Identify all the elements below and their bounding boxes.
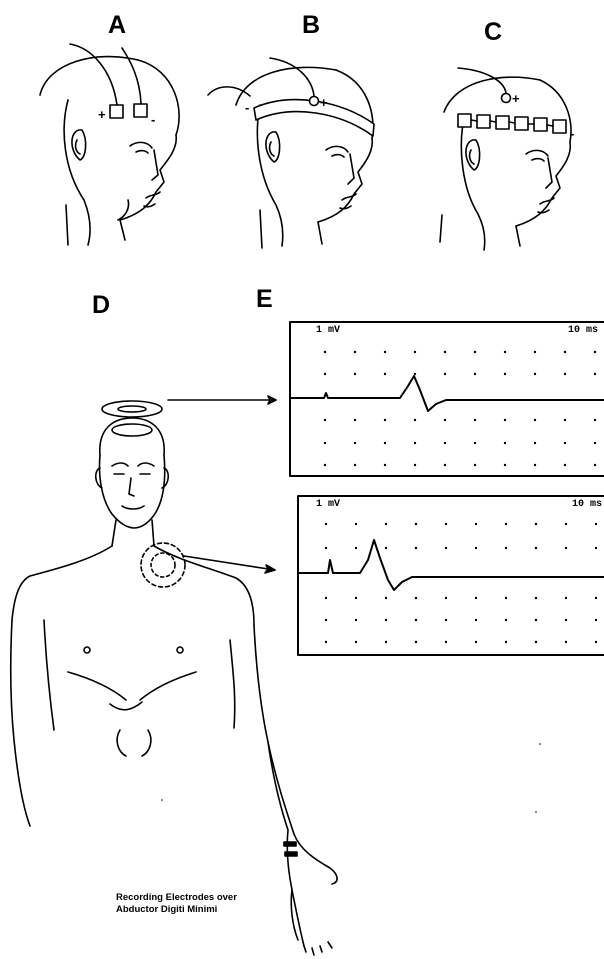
trace-bottom-waveform xyxy=(298,540,604,590)
sign-anode-c: + xyxy=(512,91,520,106)
recording-electrode-2 xyxy=(285,852,297,856)
coil-vertex xyxy=(112,424,152,436)
arrow-to-top-trace xyxy=(168,396,276,404)
nipple-right xyxy=(177,647,183,653)
panel-label-c: C xyxy=(484,18,502,46)
recording-electrode-1 xyxy=(284,842,296,846)
speck xyxy=(535,811,537,813)
dot-grid-bottom xyxy=(325,523,597,643)
coil-inner xyxy=(118,406,146,412)
sign-cathode-c: - xyxy=(570,126,574,141)
caption-line-1: Recording Electrodes over xyxy=(116,892,237,903)
speck xyxy=(539,743,541,745)
electrode-c-2 xyxy=(477,115,490,128)
electrode-anode-a xyxy=(110,105,123,118)
coil-outer xyxy=(102,401,162,417)
panel-label-d: D xyxy=(92,291,110,319)
trace-top-panel xyxy=(290,322,604,476)
trace-top-time-label: 10 ms xyxy=(568,325,598,336)
head-c-illustration xyxy=(440,68,571,250)
trace-bottom-amplitude-label: 1 mV xyxy=(316,499,340,510)
electrode-c-4 xyxy=(515,117,528,130)
electrode-anode-b xyxy=(310,97,319,106)
panel-label-e: E xyxy=(256,285,273,313)
sign-cathode-b: - xyxy=(245,100,249,115)
electrode-anode-c xyxy=(502,94,511,103)
caption-line-2: Abductor Digiti Minimi xyxy=(116,904,217,915)
trace-top-amplitude-label: 1 mV xyxy=(316,325,340,336)
nipple-left xyxy=(84,647,90,653)
panel-label-a: A xyxy=(108,11,126,39)
head-b-illustration xyxy=(208,58,374,248)
electrode-c-6 xyxy=(553,120,566,133)
electrode-cathode-a xyxy=(134,104,147,117)
head-a-illustration xyxy=(40,44,179,245)
sign-anode-a: + xyxy=(98,107,106,122)
electrode-c-1 xyxy=(458,114,471,127)
panel-label-b: B xyxy=(302,11,320,39)
electrode-c-3 xyxy=(496,116,509,129)
body-illustration xyxy=(11,401,337,955)
trace-bottom-panel xyxy=(298,496,604,655)
cervical-stim-circle xyxy=(141,543,185,587)
sign-anode-b: + xyxy=(320,95,328,110)
sign-cathode-a: - xyxy=(151,112,155,127)
trace-bottom-time-label: 10 ms xyxy=(572,499,602,510)
dot-grid-top xyxy=(324,351,596,466)
trace-top-waveform xyxy=(290,376,604,411)
cervical-stim-circle-inner xyxy=(151,553,175,577)
electrode-c-5 xyxy=(534,118,547,131)
speck xyxy=(161,799,163,801)
